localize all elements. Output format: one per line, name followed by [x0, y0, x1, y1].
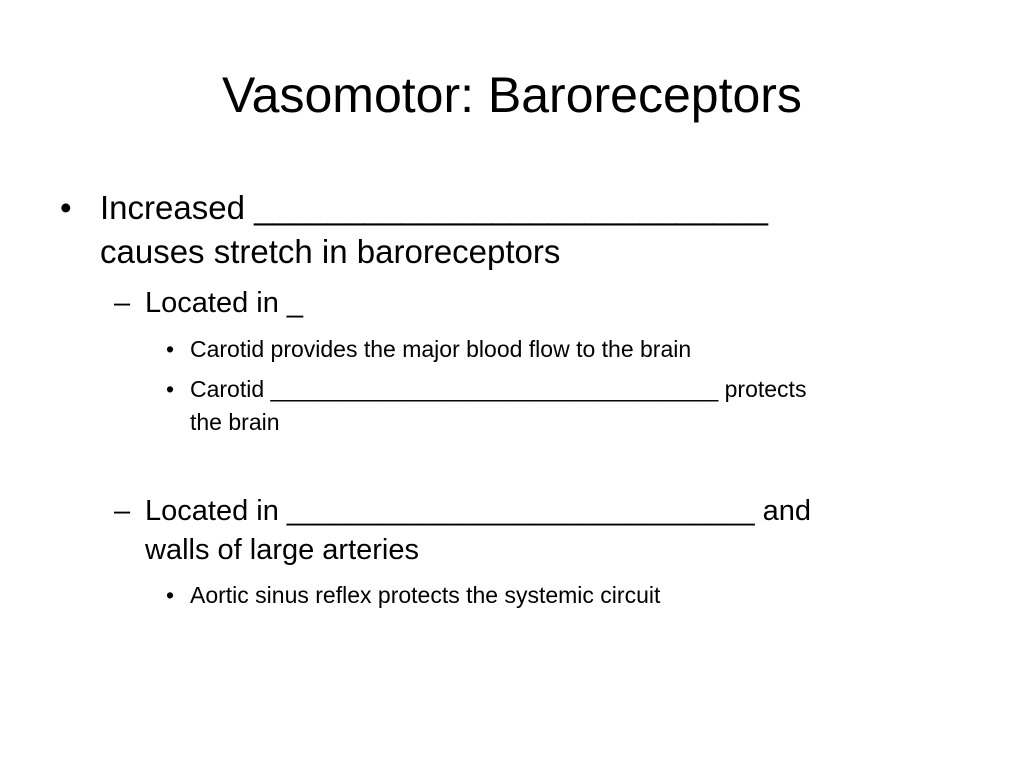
dash-marker: – [114, 287, 131, 319]
bullet-text-line: Increased ____________________________ [100, 189, 768, 226]
bullet-text-line: causes stretch in baroreceptors [100, 233, 561, 270]
subbullet-text-line: Located in _ [145, 287, 304, 319]
subbullet-located-in-aorta: – Located in ___________________________… [114, 492, 811, 570]
subbullet-located-in-carotid: – Located in _ [114, 284, 303, 323]
subsubbullet-text-line: Carotid ________________________________… [190, 376, 807, 402]
bullet-marker: • [166, 376, 175, 402]
dash-marker: – [114, 495, 131, 527]
subsubbullet-carotid-blood-flow: • Carotid provides the major blood flow … [166, 333, 691, 366]
subbullet-text-line: walls of large arteries [145, 534, 419, 566]
subsubbullet-text-line: Carotid provides the major blood flow to… [190, 336, 692, 362]
subsubbullet-carotid-protects: • Carotid ______________________________… [166, 373, 806, 439]
subsubbullet-aortic-sinus-reflex: • Aortic sinus reflex protects the syste… [166, 579, 660, 612]
bullet-marker: • [166, 336, 175, 362]
bullet-increased: • Increased ____________________________… [60, 186, 768, 274]
bullet-marker: • [60, 189, 72, 226]
subsubbullet-text-line: the brain [190, 409, 280, 435]
subsubbullet-text-line: Aortic sinus reflex protects the systemi… [190, 582, 661, 608]
slide-title: Vasomotor: Baroreceptors [222, 67, 802, 123]
bullet-marker: • [166, 582, 175, 608]
subbullet-text-line: Located in _____________________________… [145, 495, 812, 527]
